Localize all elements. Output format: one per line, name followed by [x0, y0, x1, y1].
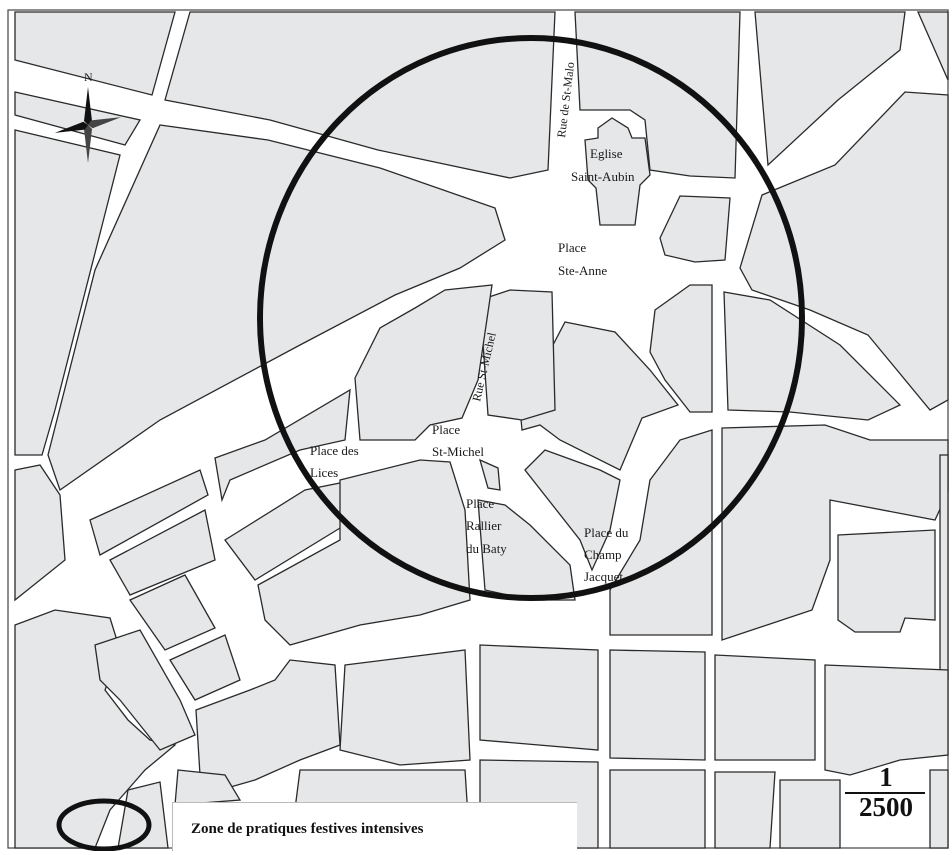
block [917, 11, 949, 81]
label-place-des-lices: Place des [310, 443, 359, 458]
label-place-rallier: Rallier [466, 518, 502, 533]
block [721, 424, 949, 641]
label-place-ste-anne: Ste-Anne [558, 263, 607, 278]
label-place-champ-jacquet: Champ [584, 547, 622, 562]
place-labels: Eglise Saint-Aubin Place Ste-Anne Place … [310, 146, 635, 584]
compass-north-label: N [84, 70, 93, 84]
label-place-champ-jacquet: Jacquet [584, 569, 623, 584]
block [478, 458, 501, 491]
block [609, 769, 706, 849]
legend-zone-icon [56, 798, 152, 851]
block [14, 11, 176, 96]
block [354, 284, 493, 441]
block [257, 459, 471, 646]
label-place-ste-anne: Place [558, 240, 586, 255]
label-place-st-michel: St-Michel [432, 444, 484, 459]
legend-box: Zone de pratiques festives intensives [172, 802, 577, 851]
block [129, 574, 216, 651]
block [779, 779, 841, 849]
label-place-st-michel: Place [432, 422, 460, 437]
block [47, 124, 506, 492]
block [519, 321, 680, 471]
scale-indicator: 1 2500 [838, 762, 934, 822]
block [754, 11, 906, 167]
block [609, 649, 706, 761]
label-eglise: Saint-Aubin [571, 169, 635, 184]
label-eglise: Eglise [590, 146, 623, 161]
block [659, 195, 731, 263]
label-place-champ-jacquet: Place du [584, 525, 629, 540]
label-place-des-lices: Lices [310, 465, 338, 480]
block [14, 91, 142, 146]
block [524, 449, 621, 572]
block [837, 529, 936, 633]
block [714, 771, 776, 849]
block [739, 91, 949, 411]
block [723, 291, 902, 421]
block [169, 634, 241, 701]
block [89, 469, 209, 556]
block [649, 284, 713, 413]
scale-fraction-bar [845, 792, 925, 794]
block [94, 629, 196, 751]
label-place-rallier: Place [466, 496, 494, 511]
block [14, 129, 121, 456]
block [214, 388, 351, 503]
label-place-rallier: du Baty [466, 541, 507, 556]
block [929, 769, 949, 849]
block [109, 509, 216, 596]
block [714, 654, 816, 761]
block [939, 454, 949, 681]
festive-zone-circle [257, 35, 805, 601]
block [479, 289, 556, 421]
compass-icon: N [54, 70, 122, 163]
block [174, 769, 242, 806]
block [479, 644, 599, 751]
scale-denominator: 2500 [859, 792, 913, 822]
block [609, 429, 713, 636]
church-block [584, 117, 651, 226]
legend-label: Zone de pratiques festives intensives [191, 821, 424, 837]
block [339, 649, 471, 766]
block [477, 499, 576, 601]
scale-numerator: 1 [879, 762, 893, 792]
block [824, 664, 949, 776]
block [14, 464, 66, 602]
